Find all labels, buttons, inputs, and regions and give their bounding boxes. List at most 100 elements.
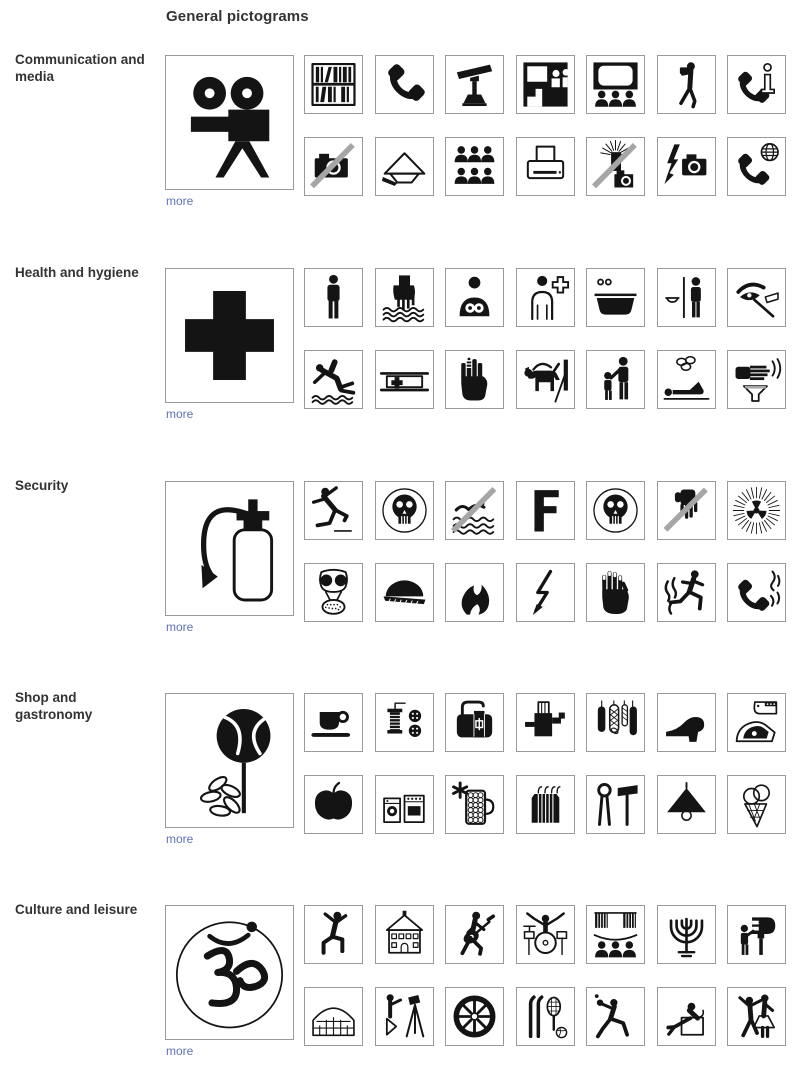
pictogram-tools[interactable] <box>586 775 645 834</box>
featured-pictogram-fire-extinguisher[interactable] <box>165 481 294 616</box>
pictogram-letter-f[interactable] <box>515 481 575 540</box>
pictogram-bandaged-hand[interactable] <box>445 350 504 409</box>
pictogram-poison-2[interactable] <box>586 481 645 540</box>
pictogram-sausages[interactable] <box>586 693 645 752</box>
beer-icon <box>452 781 495 825</box>
high-voltage-icon <box>532 569 552 616</box>
pictogram-fire-exit[interactable] <box>656 563 716 622</box>
featured-pictogram-om-symbol[interactable] <box>165 905 294 1040</box>
pictogram-beer[interactable] <box>445 775 504 834</box>
pictogram-armchair[interactable] <box>656 987 716 1046</box>
pictogram-poison[interactable] <box>374 481 434 540</box>
pictogram-lectern[interactable] <box>445 55 504 114</box>
pictogram-slippery-floor[interactable] <box>304 481 363 540</box>
sausages-icon <box>597 700 637 736</box>
pictogram-stretcher[interactable] <box>374 350 434 409</box>
pictogram-handbag[interactable] <box>445 693 504 752</box>
pictogram-dance-couple[interactable] <box>727 987 786 1046</box>
pictogram-butcher[interactable] <box>727 693 786 752</box>
pictogram-phone-globe[interactable] <box>727 137 786 196</box>
pictogram-telephone[interactable] <box>374 55 434 114</box>
pictogram-washroom[interactable] <box>656 268 716 327</box>
featured-pictogram-movie-camera[interactable] <box>165 55 294 190</box>
pictogram-haberdashery[interactable] <box>374 693 434 752</box>
category-label: Security <box>15 478 69 493</box>
tools-icon <box>597 782 638 826</box>
featured-pictogram-first-aid-cross[interactable] <box>165 268 294 403</box>
handbag-icon <box>456 700 493 738</box>
pictogram-bathtub[interactable] <box>586 268 645 327</box>
more-link[interactable]: more <box>166 620 194 634</box>
pictogram-apple[interactable] <box>304 775 363 834</box>
featured-pictogram-rose[interactable] <box>165 693 294 828</box>
pictogram-grid <box>304 268 786 409</box>
pictogram-high-voltage[interactable] <box>515 563 575 622</box>
pictogram-eye-examination[interactable] <box>727 268 786 327</box>
pictogram-no-flash-photography[interactable] <box>586 137 645 196</box>
pictogram-menorah[interactable] <box>656 905 716 964</box>
pictogram-clothing[interactable] <box>515 775 575 834</box>
pictogram-hand-washing[interactable] <box>374 268 434 327</box>
pictogram-guitarist[interactable] <box>445 905 504 964</box>
pictogram-greenhouse[interactable] <box>304 987 363 1046</box>
pictogram-bookshelf[interactable] <box>304 55 363 114</box>
pictogram-table-tennis[interactable] <box>586 987 645 1046</box>
more-link[interactable]: more <box>166 407 194 421</box>
more-link[interactable]: more <box>166 1044 194 1058</box>
pictogram-hard-hat[interactable] <box>374 563 434 622</box>
category-label: Shop and gastronomy <box>15 690 93 722</box>
pictogram-surveyor[interactable] <box>374 987 434 1046</box>
pictogram-no-photography[interactable] <box>304 137 363 196</box>
pictogram-audience[interactable] <box>445 137 504 196</box>
pictogram-theater[interactable] <box>586 905 645 964</box>
pictogram-protective-glove[interactable] <box>586 563 645 622</box>
no-flash-photography-icon <box>592 140 637 189</box>
pictogram-museum[interactable] <box>374 905 434 964</box>
dance-couple-icon <box>738 994 775 1039</box>
section-shop-gastronomy: Shop and gastronomy more <box>0 690 800 865</box>
pictogram-no-swimming[interactable] <box>445 481 504 540</box>
pictogram-phone-info[interactable] <box>727 55 786 114</box>
page-title: General pictograms <box>166 8 309 25</box>
pictogram-radiation[interactable] <box>727 481 786 540</box>
pictogram-guide-dog[interactable] <box>515 350 575 409</box>
pictogram-mail[interactable] <box>374 137 434 196</box>
pictogram-drummer[interactable] <box>515 905 575 964</box>
butcher-icon <box>735 701 778 743</box>
pictogram-tv-audience[interactable] <box>586 55 645 114</box>
menorah-icon <box>669 917 703 958</box>
pictogram-man-standing[interactable] <box>304 268 363 327</box>
pictogram-hand-dryer[interactable] <box>727 350 786 409</box>
pictogram-printer[interactable] <box>515 137 575 196</box>
pictogram-flame[interactable] <box>445 563 504 622</box>
pictogram-adult-and-child[interactable] <box>586 350 645 409</box>
do-not-touch-icon <box>663 487 708 532</box>
pictogram-dancer[interactable] <box>304 905 363 964</box>
pictogram-appliances[interactable] <box>374 775 434 834</box>
bookshelf-icon <box>311 62 356 107</box>
pictogram-meat-grinder[interactable] <box>515 693 575 752</box>
shoe-shop-icon <box>665 716 704 742</box>
pictogram-shoe-shop[interactable] <box>656 693 716 752</box>
pictogram-cinema[interactable] <box>515 55 575 114</box>
pictogram-observation-viewer[interactable] <box>727 905 786 964</box>
pictogram-wagon-wheel[interactable] <box>445 987 504 1046</box>
pictogram-gas-mask[interactable] <box>304 563 363 622</box>
pictogram-fire-phone[interactable] <box>727 563 786 622</box>
pictogram-solarium[interactable] <box>656 350 716 409</box>
pictogram-scuba-diver[interactable] <box>304 350 363 409</box>
pictogram-mother-child[interactable] <box>445 268 504 327</box>
pictogram-sports-equipment[interactable] <box>515 987 575 1046</box>
more-link[interactable]: more <box>166 194 194 208</box>
more-link[interactable]: more <box>166 832 194 846</box>
pictogram-photographer[interactable] <box>656 55 716 114</box>
pictogram-doctor[interactable] <box>515 268 575 327</box>
pictogram-ice-cream[interactable] <box>727 775 786 834</box>
pictogram-do-not-touch[interactable] <box>656 481 716 540</box>
pictogram-camera-flash[interactable] <box>656 137 716 196</box>
pictogram-lighting[interactable] <box>656 775 716 834</box>
pictogram-coffee-cup[interactable] <box>304 693 363 752</box>
stretcher-icon <box>379 372 429 392</box>
